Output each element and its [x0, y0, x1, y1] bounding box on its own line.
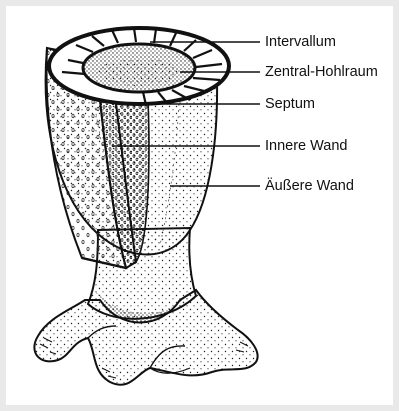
label-inner-wall: Innere Wand [265, 139, 347, 154]
label-septum: Septum [265, 97, 315, 112]
label-outer-wall: Äußere Wand [265, 179, 354, 194]
label-intervallum: Intervallum [265, 35, 336, 50]
label-central-cavity: Zentral-Hohlraum [265, 65, 378, 80]
